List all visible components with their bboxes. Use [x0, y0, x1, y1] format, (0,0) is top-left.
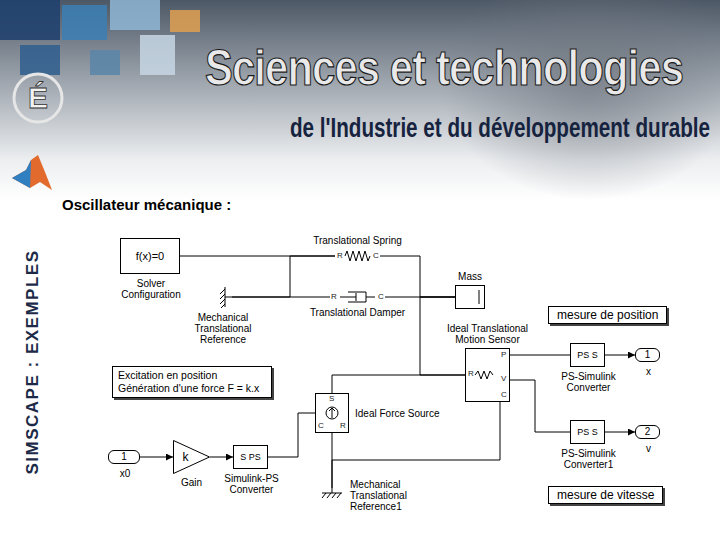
collage-image — [0, 0, 60, 40]
port-label: V — [501, 374, 506, 384]
banner-photo — [440, 0, 720, 200]
triangle-icon — [173, 440, 210, 474]
port-label: C — [318, 421, 324, 431]
connector-line — [332, 375, 465, 393]
annotation-text: mesure de position — [557, 308, 658, 322]
force-body — [316, 394, 349, 433]
port-label: R — [468, 369, 474, 379]
outport-block: 2v — [635, 425, 660, 439]
block-text: f(x)=0 — [121, 239, 179, 273]
logo-letter: É — [28, 81, 48, 115]
collage-image — [170, 10, 200, 32]
annotation-box: mesure de position — [548, 306, 667, 324]
solver-block: f(x)=0Solver Configuration — [120, 238, 180, 274]
connector-line — [232, 256, 335, 297]
mass-body — [456, 286, 485, 309]
block-text: S PS — [234, 446, 267, 468]
damper-symbol — [340, 292, 375, 302]
groundH-icon — [320, 488, 344, 502]
annotation-text: Excitation en position Génération d'une … — [118, 369, 266, 395]
connector-line — [510, 355, 570, 356]
outport-block: 1x — [635, 348, 660, 362]
logo-ring — [14, 74, 62, 122]
connector-line — [140, 457, 173, 458]
groundV-icon — [214, 285, 232, 309]
inport-block: 1x0 — [108, 450, 140, 464]
annotation-text: mesure de vitesse — [557, 488, 654, 502]
connector-line — [268, 413, 315, 457]
connector-line — [210, 457, 233, 458]
block-text: PS S — [571, 344, 604, 366]
collage-image — [140, 35, 175, 75]
block-name: Ideal Force Source — [355, 408, 451, 419]
connector-line — [605, 432, 635, 433]
ground-symbol: Mechanical Translational Reference — [214, 285, 232, 309]
port-label: C — [373, 251, 379, 261]
block-name: PS-Simulink Converter1 — [551, 448, 627, 470]
block-text: PS S — [571, 421, 604, 443]
block-name: Mechanical Translational Reference — [186, 312, 260, 345]
collage-image — [110, 0, 160, 30]
port-label: P — [501, 350, 506, 360]
collage-image — [62, 5, 107, 40]
matlab-logo — [12, 155, 52, 190]
gain-triangle — [174, 441, 210, 474]
ground-hatch — [220, 287, 232, 308]
block-name: Simulink-PS Converter — [212, 473, 292, 495]
block-name: v — [639, 443, 659, 454]
banner-collage — [0, 0, 200, 75]
connector-line — [380, 256, 455, 297]
converter-block: PS SPS-Simulink Converter — [570, 343, 605, 367]
port-label: R — [337, 251, 343, 261]
ground-hatch — [322, 488, 342, 498]
port-label: S — [329, 394, 334, 404]
mass-mark — [479, 290, 480, 304]
block-name: Solver Configuration — [111, 278, 191, 300]
converter-block: PS SPS-Simulink Converter1 — [570, 420, 605, 444]
annotation-box: mesure de vitesse — [548, 486, 663, 504]
slide-title: Oscillateur mécanique : — [62, 196, 231, 214]
block-name: x0 — [110, 468, 140, 479]
annotation-box: Excitation en position Génération d'une … — [112, 366, 272, 398]
block-text: 1 — [109, 451, 139, 463]
block-name: x — [639, 366, 659, 377]
side-heading: SIMSCAPE : EXEMPLES — [23, 250, 43, 475]
sensor-symbol — [475, 371, 493, 379]
port-label: C — [501, 390, 507, 400]
block-name: Mechanical Translational Reference1 — [350, 479, 436, 512]
port-label: C — [378, 292, 384, 302]
connector-line — [605, 355, 635, 356]
damper-icon — [330, 290, 385, 304]
port-label: R — [331, 292, 337, 302]
matlab-membrane — [12, 155, 52, 190]
collage-image — [20, 45, 60, 75]
mass-block: Mass — [455, 285, 485, 309]
banner-title: Sciences et technologies — [205, 40, 683, 96]
connector-line — [232, 297, 330, 298]
block-name: Gain — [172, 477, 212, 488]
mass-icon — [455, 285, 485, 309]
block-name: Translational Damper — [303, 307, 413, 318]
force-symbol — [326, 407, 338, 419]
collage-image — [90, 50, 120, 75]
banner-subtitle: de l'Industrie et du développement durab… — [290, 112, 710, 144]
ground-symbol: Mechanical Translational Reference1 — [320, 488, 344, 502]
sensor-body — [466, 349, 510, 402]
block-name: Ideal Translational Motion Sensor — [438, 323, 538, 345]
block-name: Translational Spring — [298, 235, 418, 246]
matlab-membrane — [12, 160, 31, 188]
connector-line — [510, 380, 570, 432]
block-text: 1 — [636, 349, 659, 361]
gain-block: kGain — [173, 440, 210, 474]
block-name: Mass — [440, 271, 500, 282]
block-text: k — [173, 440, 210, 474]
force-arrow — [329, 408, 335, 418]
block-name: PS-Simulink Converter — [551, 371, 627, 393]
block-text: 2 — [636, 426, 659, 438]
port-label: R — [340, 421, 346, 431]
converter-block: S PSSimulink-PS Converter — [233, 445, 268, 469]
spring-coil — [345, 251, 370, 261]
connector-line — [332, 402, 500, 488]
damper-block: Translational Damper — [330, 290, 385, 304]
